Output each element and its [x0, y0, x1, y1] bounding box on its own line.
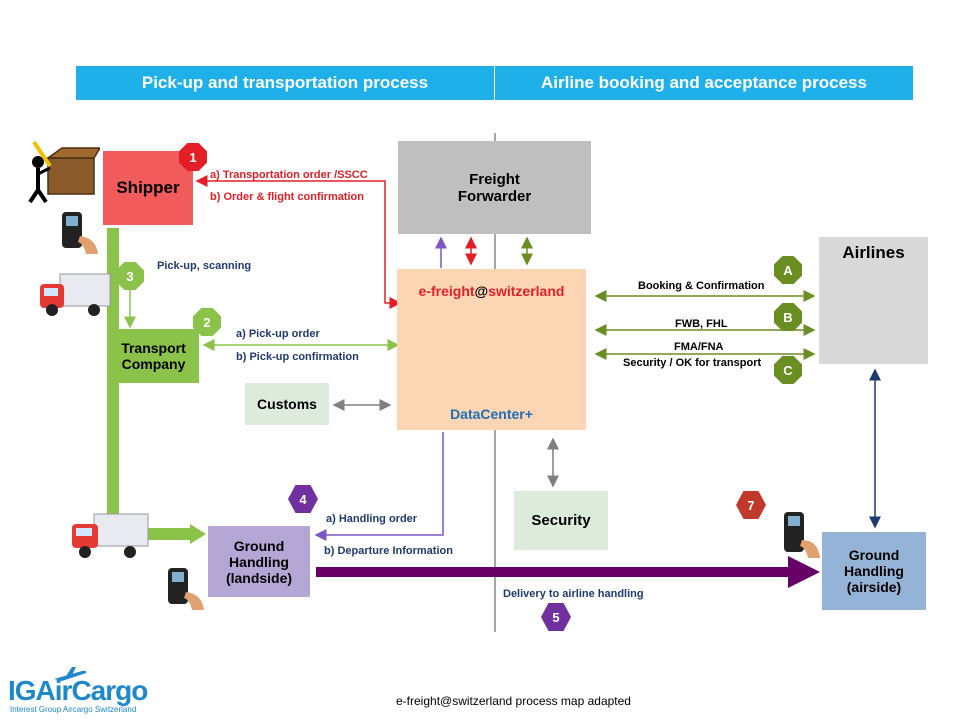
package-writer-icon — [28, 140, 100, 204]
datacenter-title-at: @ — [474, 283, 489, 299]
arrow-datacenter-landside — [314, 432, 444, 541]
transport-company-label: Transport Company — [121, 340, 186, 372]
arrow-shipper-datacenter — [195, 175, 402, 309]
truck-icon-top — [40, 273, 111, 316]
badge-B-text: B — [783, 309, 793, 325]
label-delivery: Delivery to airline handling — [503, 588, 644, 600]
security-box: Security — [514, 491, 608, 550]
badge-C: C — [774, 356, 802, 384]
datacenter-title-post: switzerland — [488, 283, 565, 299]
ground-handling-airside-box: Ground Handling (airside) — [822, 532, 926, 610]
header-pickup-label: Pick-up and transportation process — [141, 73, 429, 92]
header-airline-label: Airline booking and acceptance process — [541, 73, 867, 92]
customs-box: Customs — [245, 383, 329, 425]
ground-landside-label: Ground Handling (landside) — [225, 537, 293, 586]
badge-C-text: C — [783, 362, 793, 378]
security-label: Security — [531, 512, 591, 529]
logo-text: IGAirCargo — [8, 675, 148, 706]
truck-icon-bottom — [72, 513, 149, 558]
igaircargo-logo: IGAirCargo Interest Group Aircargo Switz… — [8, 665, 198, 715]
label-pickup-order: a) Pick-up order — [236, 328, 320, 340]
delivery-arrowhead — [788, 556, 820, 588]
shipper-box: Shipper — [103, 151, 193, 225]
label-fma-fna: FMA/FNA — [674, 341, 724, 353]
badge-3: 3 — [116, 262, 144, 290]
caption: e-freight@switzerland process map adapte… — [396, 694, 631, 708]
label-pickup-conf: b) Pick-up confirmation — [236, 351, 359, 363]
datacenter-sub: DataCenter+ — [450, 406, 533, 422]
datacenter-box: e-freight@switzerland DataCenter+ — [397, 269, 586, 430]
badge-A: A — [774, 256, 802, 284]
badge-1: 1 — [179, 143, 207, 171]
badge-5: 5 — [541, 603, 571, 631]
datacenter-title-pre: e-freight — [418, 283, 475, 299]
badge-1-text: 1 — [189, 149, 197, 165]
freight-forwarder-box: Freight Forwarder — [398, 141, 591, 234]
arrowhead-trunk — [190, 524, 206, 544]
badge-4-text: 4 — [299, 491, 307, 507]
badge-7-text: 7 — [747, 497, 755, 513]
label-departure-info: b) Departure Information — [324, 545, 453, 557]
header-airline-process: Airline booking and acceptance process — [495, 66, 913, 100]
label-security-ok: Security / OK for transport — [623, 357, 762, 369]
transport-company-box: Transport Company — [108, 329, 199, 383]
header-pickup-process: Pick-up and transportation process — [76, 66, 494, 100]
label-handling-order: a) Handling order — [326, 513, 418, 525]
shipper-label: Shipper — [116, 178, 180, 197]
customs-label: Customs — [257, 396, 317, 412]
badge-A-text: A — [783, 262, 793, 278]
badge-B: B — [774, 303, 802, 331]
badge-5-text: 5 — [552, 609, 560, 625]
badge-3-text: 3 — [126, 268, 134, 284]
scanner-icon-shipper — [62, 212, 98, 254]
badge-2-text: 2 — [203, 314, 211, 330]
freight-forwarder-label: Freight Forwarder — [457, 170, 532, 205]
label-booking-conf: Booking & Confirmation — [638, 280, 765, 292]
badge-2: 2 — [193, 308, 221, 336]
scanner-icon-airside — [784, 512, 820, 558]
ground-handling-landside-box: Ground Handling (landside) — [208, 526, 310, 597]
plane-icon — [54, 667, 87, 681]
label-transport-order: a) Transportation order /SSCC — [210, 169, 368, 181]
label-pickup-scanning: Pick-up, scanning — [157, 260, 252, 272]
airlines-box: Airlines — [819, 237, 928, 364]
scanner-icon-landside — [168, 568, 204, 610]
label-order-flight-conf: b) Order & flight confirmation — [210, 191, 364, 203]
label-fwb-fhl: FWB, FHL — [675, 318, 728, 330]
logo-subtext: Interest Group Aircargo Switzerland — [10, 705, 137, 714]
delivery-arrow-shaft — [316, 567, 790, 577]
ground-airside-label: Ground Handling (airside) — [844, 547, 904, 595]
airlines-label: Airlines — [842, 243, 905, 262]
datacenter-title: e-freight@switzerland — [419, 283, 565, 299]
